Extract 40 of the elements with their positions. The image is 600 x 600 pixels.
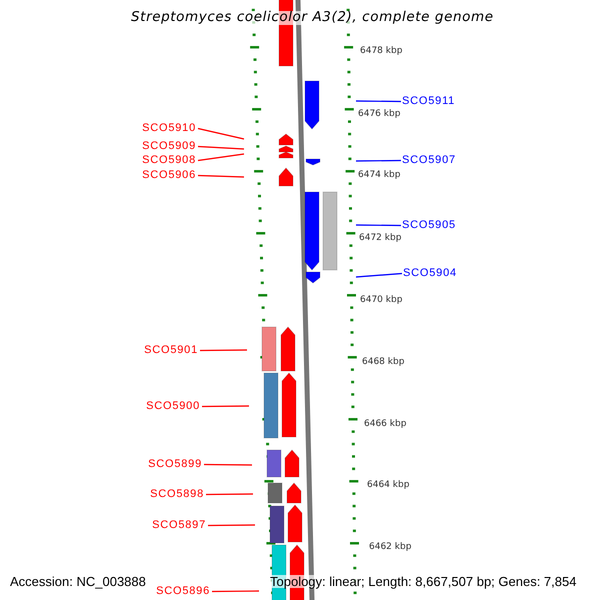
leader-line <box>198 128 244 140</box>
gene-label: SCO5904 <box>403 268 457 279</box>
accession-text: Accession: NC_003888 <box>10 575 146 588</box>
leader-line <box>198 153 244 162</box>
gene-label: SCO5898 <box>150 489 204 500</box>
gene-label: SCO5896 <box>156 586 210 597</box>
scale-label: 6462 kbp <box>369 543 412 552</box>
diagram-title: Streptomyces coelicolor A3(2), complete genome <box>131 11 494 24</box>
scale-label: 6468 kbp <box>362 358 404 367</box>
leader-line <box>198 174 244 178</box>
leader-line <box>356 272 402 278</box>
leader-line <box>356 100 401 102</box>
leader-line <box>202 405 249 408</box>
genome-info-text: Topology: linear; Length: 8,667,507 bp; Genes: 7,854 <box>270 575 576 588</box>
leader-line <box>206 493 253 496</box>
gene-label: SCO5909 <box>142 141 196 152</box>
scale-label: 6470 kbp <box>360 296 402 305</box>
gene-label: SCO5901 <box>144 345 198 356</box>
gene-label: SCO5905 <box>402 220 456 231</box>
leader-line <box>356 160 401 162</box>
leader-line <box>200 349 247 352</box>
gene-label: SCO5900 <box>146 401 200 412</box>
scale-label: 6466 kbp <box>364 420 406 429</box>
leader-line <box>212 590 259 592</box>
scale-label: 6474 kbp <box>358 171 400 180</box>
gene-label: SCO5907 <box>402 155 456 166</box>
gene-label: SCO5911 <box>402 96 456 107</box>
scale-label: 6478 kbp <box>360 47 402 56</box>
gene-label: SCO5899 <box>148 459 202 470</box>
scale-label: 6472 kbp <box>359 234 402 243</box>
scale-label: 6476 kbp <box>358 110 400 119</box>
scale-label: 6464 kbp <box>367 481 410 490</box>
gene-label: SCO5910 <box>142 123 196 134</box>
leader-line <box>198 146 244 150</box>
gene-label: SCO5908 <box>142 155 196 166</box>
leader-line <box>356 224 401 226</box>
gene-label: SCO5906 <box>142 170 196 181</box>
leader-line <box>204 464 252 466</box>
leader-line <box>208 524 255 526</box>
gene-label: SCO5897 <box>152 520 206 531</box>
